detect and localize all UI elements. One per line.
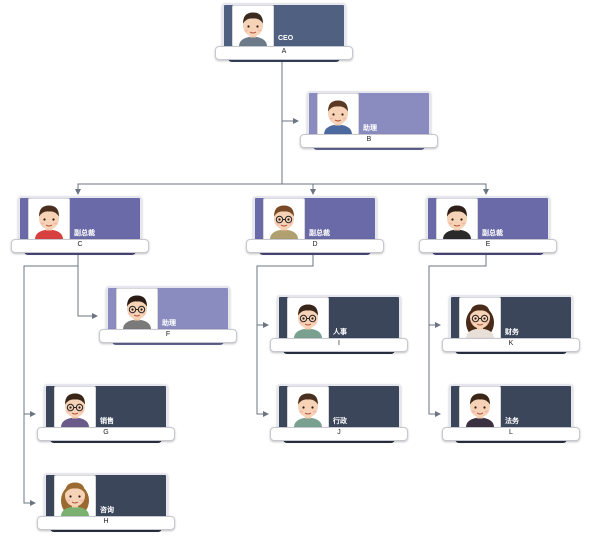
org-node-k[interactable]: 财务 K xyxy=(442,295,580,354)
man-glasses-avatar-icon xyxy=(263,198,305,241)
org-node-e[interactable]: 副总裁 E xyxy=(419,196,557,255)
org-node-j[interactable]: 行政 J xyxy=(270,384,408,443)
connector-a-c xyxy=(75,62,283,195)
node-role-label: 咨询 xyxy=(100,507,114,514)
org-node-c[interactable]: 副总裁 C xyxy=(11,196,149,255)
node-name-label: E xyxy=(419,239,557,253)
man-brown-hair-avatar-icon xyxy=(317,93,359,136)
woman-short-hair-avatar-icon xyxy=(287,386,329,429)
node-role-label: 副总裁 xyxy=(74,230,95,237)
woman-long-hair-glasses-avatar-icon xyxy=(459,297,501,340)
org-node-i[interactable]: 人事 I xyxy=(270,295,408,354)
node-name-label: H xyxy=(37,516,175,530)
node-role-label: 财务 xyxy=(505,329,519,336)
node-role-label: CEO xyxy=(278,35,294,42)
node-name-label: F xyxy=(99,329,237,343)
man-black-glasses-avatar-icon xyxy=(116,288,158,331)
org-node-d[interactable]: 副总裁 D xyxy=(246,196,384,255)
node-role-label: 人事 xyxy=(333,329,347,336)
node-name-label: K xyxy=(442,338,580,352)
node-name-label: J xyxy=(270,427,408,441)
node-name-label: A xyxy=(215,46,353,60)
connector-e-l xyxy=(428,255,487,417)
node-name-label: L xyxy=(442,427,580,441)
org-node-h[interactable]: 咨询 H xyxy=(37,473,175,532)
node-role-label: 副总裁 xyxy=(482,230,503,237)
org-node-b[interactable]: 助理 B xyxy=(300,91,438,150)
node-name-label: I xyxy=(270,338,408,352)
node-name-label: D xyxy=(246,239,384,253)
node-name-label: G xyxy=(37,427,175,441)
man-suit-avatar-icon xyxy=(436,198,478,241)
node-role-label: 助理 xyxy=(363,125,377,132)
connector-a-b xyxy=(281,62,299,124)
node-role-label: 助理 xyxy=(162,320,176,327)
man-dark-suit-avatar-icon xyxy=(459,386,501,429)
org-node-g[interactable]: 销售 G xyxy=(37,384,175,443)
man-smiling-avatar-icon xyxy=(28,198,70,241)
node-name-label: B xyxy=(300,134,438,148)
connector-d-j xyxy=(256,255,314,417)
node-role-label: 行政 xyxy=(333,418,347,425)
connector-c-f xyxy=(77,255,98,319)
woman-glasses-avatar-icon xyxy=(287,297,329,340)
man-short-hair-avatar-icon xyxy=(232,5,274,48)
woman-curly-hair-avatar-icon xyxy=(54,475,96,518)
man-glasses-tie-avatar-icon xyxy=(54,386,96,429)
org-node-a[interactable]: CEO A xyxy=(215,3,353,62)
node-role-label: 法务 xyxy=(505,418,519,425)
node-role-label: 销售 xyxy=(100,418,114,425)
org-node-l[interactable]: 法务 L xyxy=(442,384,580,443)
node-role-label: 副总裁 xyxy=(309,230,330,237)
node-name-label: C xyxy=(11,239,149,253)
connector-a-e xyxy=(281,62,489,195)
connector-c-h xyxy=(23,255,79,506)
org-node-f[interactable]: 助理 F xyxy=(99,286,237,345)
